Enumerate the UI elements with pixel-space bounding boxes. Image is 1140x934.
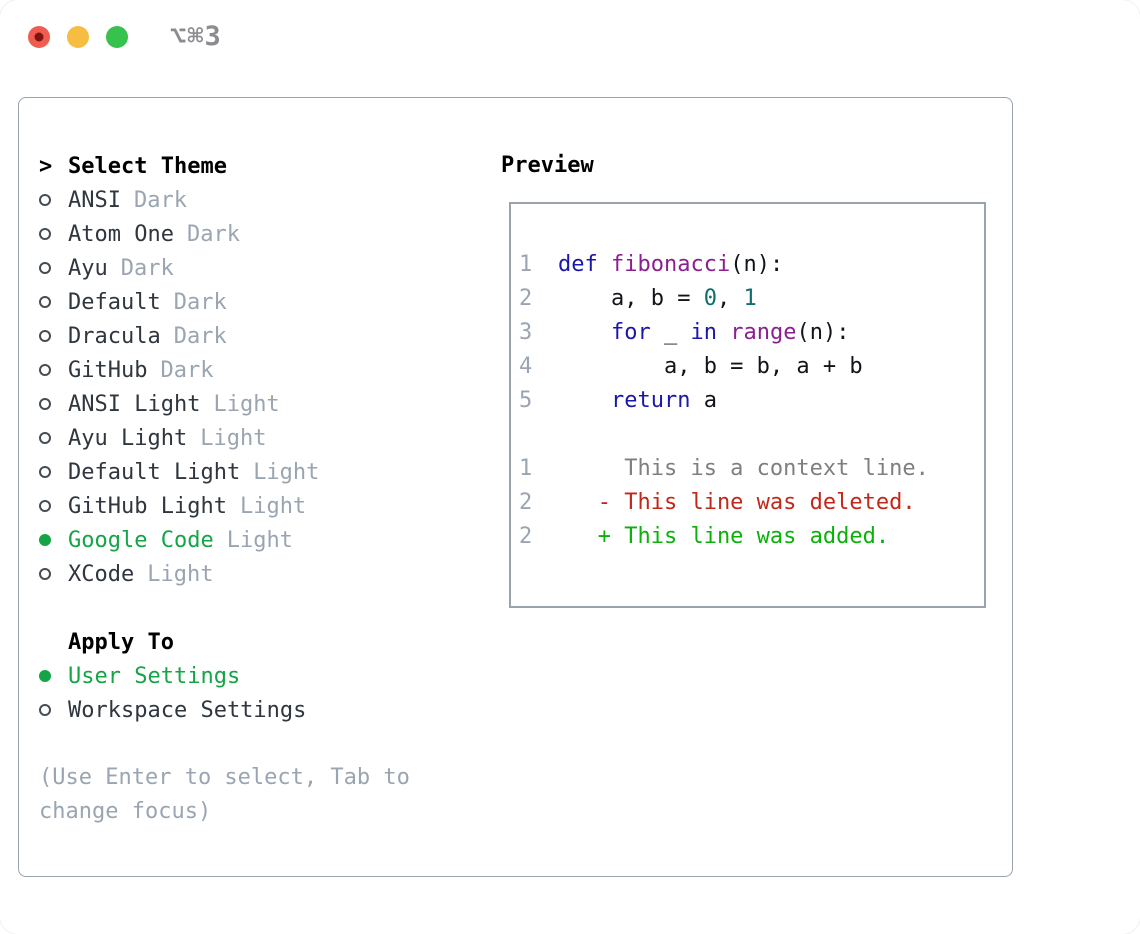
radio-icon — [39, 330, 68, 342]
radio-icon — [39, 296, 68, 308]
line-number: 5 — [519, 388, 533, 413]
help-text-line-1: (Use Enter to select, Tab to — [39, 765, 410, 790]
apply-to-header: Apply To — [39, 625, 410, 659]
help-text-line-2: change focus) — [39, 799, 212, 824]
radio-selected-icon — [39, 670, 68, 682]
radio-icon — [39, 568, 68, 580]
spacer — [39, 591, 410, 625]
line-number: 2 — [519, 524, 533, 549]
window-title: ⌥⌘3 — [170, 21, 222, 52]
line-number — [519, 422, 558, 456]
select-theme-label: Select Theme — [68, 153, 227, 179]
line-number: 2 — [519, 286, 533, 311]
line-number: 2 — [519, 490, 533, 515]
line-number: 1 — [519, 456, 533, 481]
titlebar: ⌥⌘3 — [0, 0, 1140, 97]
line-number: 3 — [519, 320, 533, 345]
preview-code-line: 5 return a — [519, 388, 984, 422]
close-icon[interactable] — [28, 26, 50, 48]
preview-diff-context-line: 1 This is a context line. — [519, 456, 984, 490]
radio-icon — [39, 704, 68, 716]
preview-blank-line — [519, 422, 984, 456]
select-theme-header: > Select Theme — [39, 149, 410, 183]
radio-icon — [39, 466, 68, 478]
selection-pointer-icon: > — [39, 153, 53, 179]
radio-icon — [39, 500, 68, 512]
preview-code-line: 4 a, b = b, a + b — [519, 354, 984, 388]
traffic-lights — [28, 26, 128, 48]
minimize-icon[interactable] — [67, 26, 89, 48]
preview-code-line: 2 a, b = 0, 1 — [519, 286, 984, 320]
apply-option-user-settings[interactable]: User Settings — [39, 659, 410, 693]
radio-icon — [39, 364, 68, 376]
unsaved-dot-icon — [34, 32, 44, 42]
preview-diff-added-line: 2 + This line was added. — [519, 524, 984, 558]
line-number: 4 — [519, 354, 533, 379]
preview-diff-deleted-line: 2 - This line was deleted. — [519, 490, 984, 524]
radio-icon — [39, 228, 68, 240]
radio-icon — [39, 194, 68, 206]
radio-icon — [39, 432, 68, 444]
radio-icon — [39, 262, 68, 274]
zoom-icon[interactable] — [106, 26, 128, 48]
apply-to-label: Apply To — [68, 629, 174, 655]
line-number: 1 — [519, 252, 533, 277]
preview-code-line: 3 for _ in range(n): — [519, 320, 984, 354]
radio-icon — [39, 398, 68, 410]
apply-option-workspace-settings[interactable]: Workspace Settings — [39, 693, 410, 727]
radio-selected-icon — [39, 534, 68, 546]
preview-title: Preview — [501, 153, 594, 178]
spacer — [39, 727, 410, 761]
